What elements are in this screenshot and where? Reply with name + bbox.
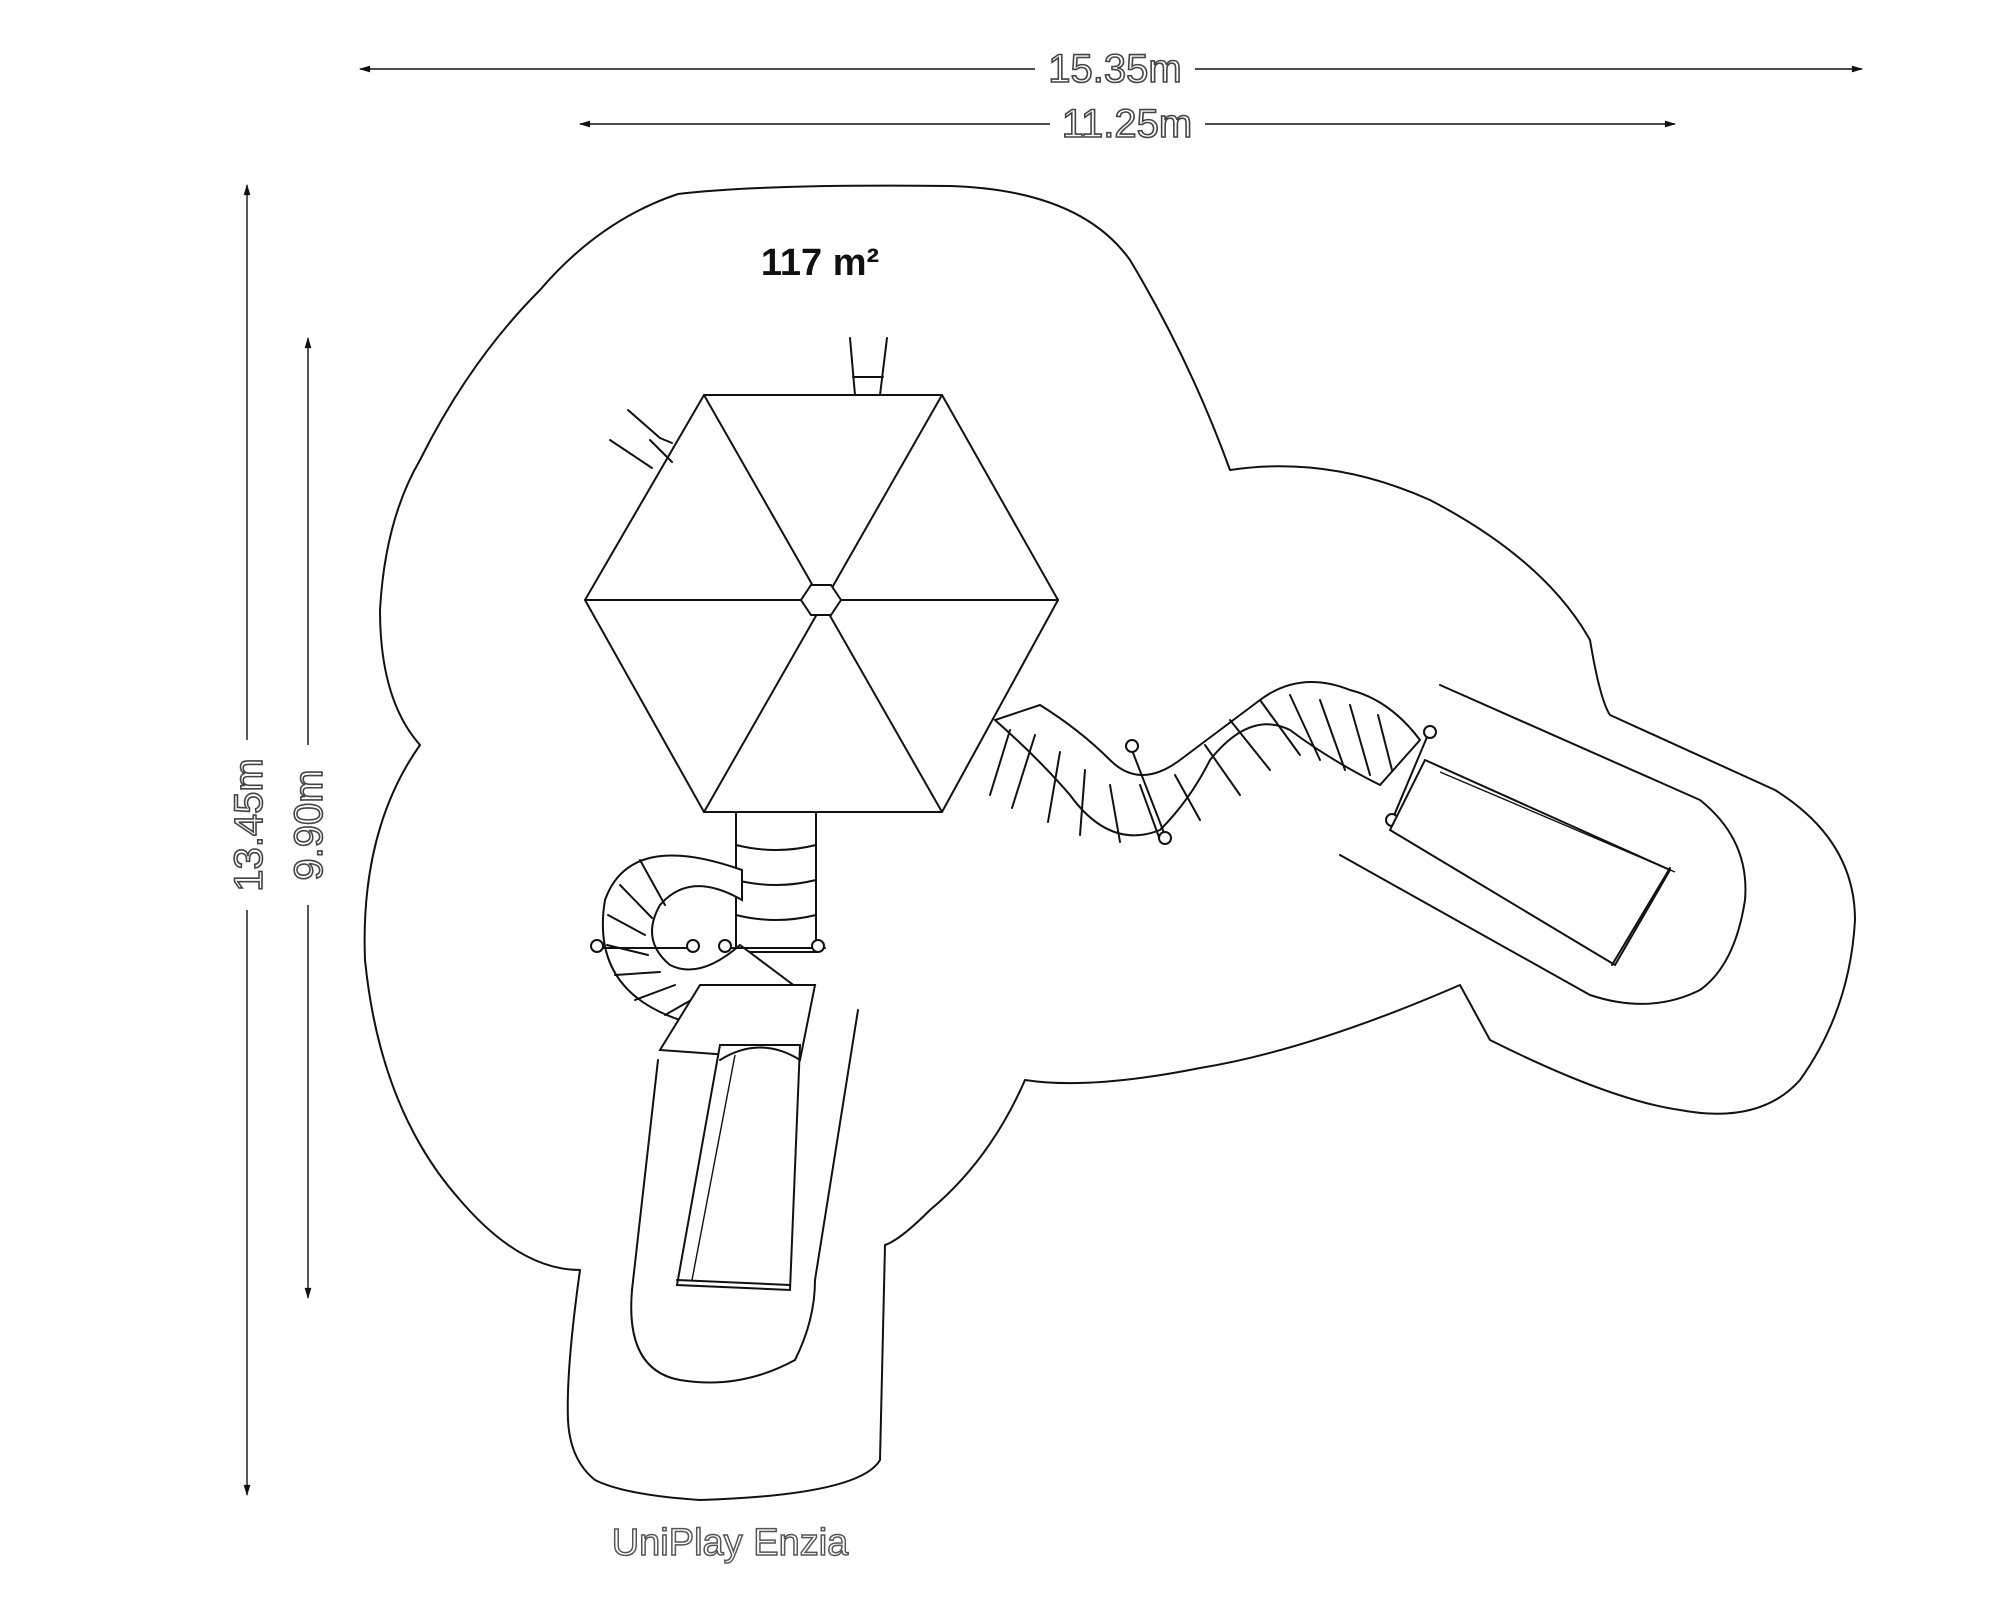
ladder-north <box>849 337 888 396</box>
slide-chute-south <box>675 1044 802 1292</box>
dimension-label-equipment-depth: 9.90m <box>287 769 331 880</box>
dimension-label-equipment-width: 11.25m <box>1062 102 1192 146</box>
area-label: 117 m² <box>761 242 879 284</box>
slide-run-boundary-east <box>1339 684 1747 1005</box>
roof-center-cap <box>799 584 843 616</box>
slide-run-boundary-south <box>630 1009 859 1384</box>
safety-zone-outline <box>363 184 1856 1501</box>
slide-chute-east <box>1388 758 1676 967</box>
dimension-overall-width: 15.35m <box>358 46 1864 92</box>
hexagonal-roof <box>583 394 1060 813</box>
product-name-label: UniPlay Enzia <box>612 1522 849 1564</box>
dimension-label-overall-width: 15.35m <box>1048 47 1181 91</box>
dimension-label-overall-depth: 13.45m <box>227 758 271 891</box>
wavy-tube-slide <box>989 681 1437 845</box>
ladder-northwest <box>609 409 673 469</box>
spiral-tube-slide <box>590 811 826 1062</box>
dimension-equipment-width: 11.25m <box>578 101 1677 147</box>
dimension-equipment-depth: 9.90m <box>286 336 332 1300</box>
dimension-overall-depth: 13.45m <box>226 183 272 1497</box>
